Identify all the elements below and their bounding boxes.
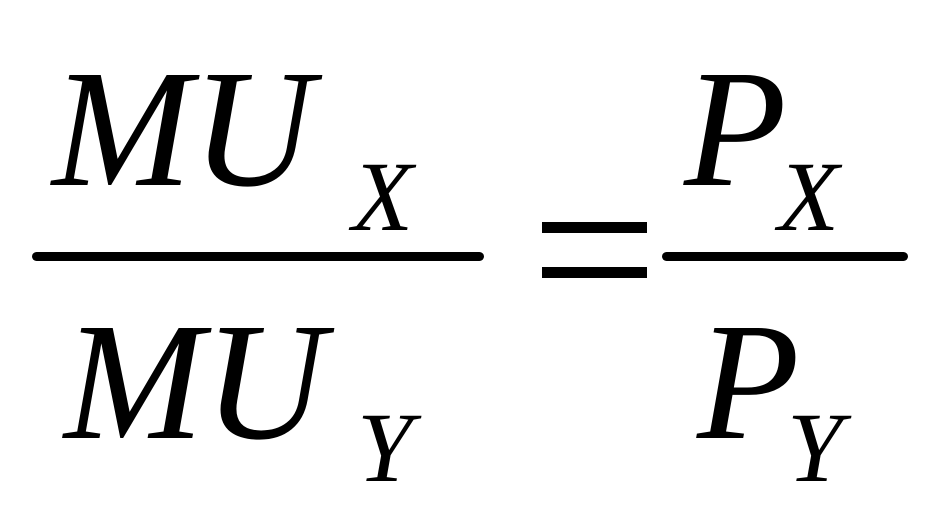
right-numerator-base: P: [684, 36, 787, 222]
left-denominator-base: MU: [64, 289, 326, 475]
right-numerator-subscript: X: [778, 141, 840, 252]
right-fraction-bar: [662, 252, 908, 261]
equals-symbol: =: [542, 222, 543, 223]
left-denominator-subscript: Y: [357, 392, 413, 503]
equals-sign: =: [542, 222, 647, 278]
right-denominator-subscript: Y: [787, 392, 843, 503]
left-numerator-subscript: X: [352, 141, 414, 252]
left-numerator-base: MU: [52, 36, 314, 222]
left-fraction-bar: [32, 252, 484, 261]
right-denominator-base: P: [697, 289, 800, 475]
